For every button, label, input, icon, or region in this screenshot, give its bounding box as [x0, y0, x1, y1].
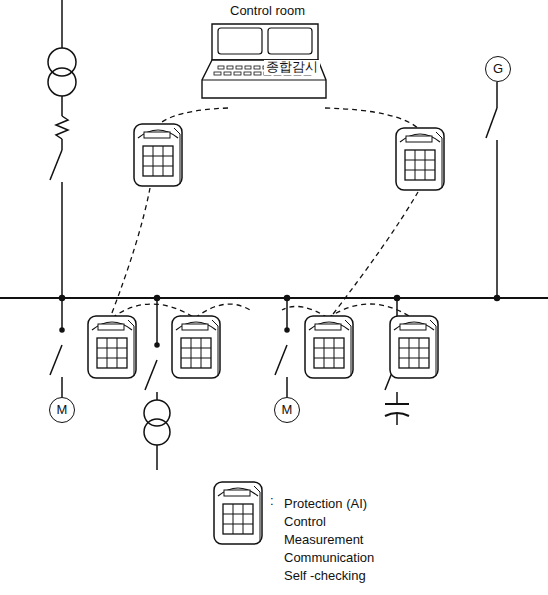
legend-row: Self -checking — [284, 566, 374, 584]
legend-text: Measurement — [284, 533, 363, 548]
relay-unit — [172, 316, 220, 378]
relay-unit — [305, 316, 353, 378]
legend-colon: : — [270, 494, 274, 509]
legend-row: Measurement — [284, 530, 374, 548]
legend-text: Control — [284, 515, 326, 530]
relay-unit — [214, 482, 262, 544]
legend-list: Protection (AI) ControlMeasurementCommuni… — [284, 494, 374, 584]
machine-letter: M — [282, 403, 293, 418]
console-label: Control room — [230, 4, 305, 19]
control-console: Control room 종합감시 — [200, 2, 350, 110]
relay-unit — [396, 128, 444, 190]
legend-row: Communication — [284, 548, 374, 566]
machine-letter: G — [493, 62, 503, 77]
relay-unit — [390, 316, 438, 378]
relay-unit — [134, 124, 182, 186]
legend-row: Protection (AI) — [284, 494, 374, 512]
machine-circle: M — [49, 397, 75, 423]
legend-text: Communication — [284, 551, 374, 566]
legend-row: Control — [284, 512, 374, 530]
machine-circle: G — [485, 56, 511, 82]
machine-circle: M — [274, 397, 300, 423]
legend-text: Self -checking — [284, 569, 366, 584]
legend-text: Protection (AI) — [284, 497, 367, 512]
console-note: 종합감시 — [264, 60, 320, 75]
relay-unit — [88, 316, 136, 378]
machine-letter: M — [57, 403, 68, 418]
